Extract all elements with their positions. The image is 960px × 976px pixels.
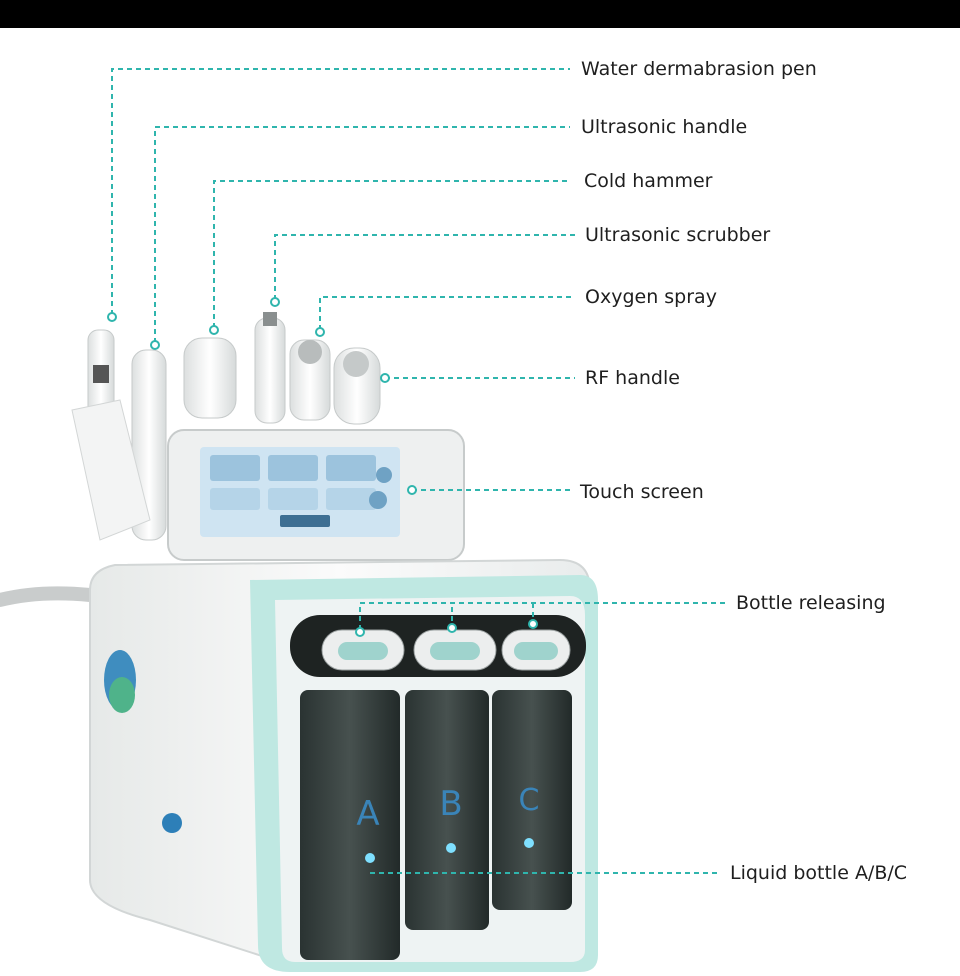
leader-line-cold-hammer	[213, 180, 570, 328]
screen-icon	[369, 491, 387, 509]
label-ultrasonic-scrubber: Ultrasonic scrubber	[585, 224, 771, 246]
leader-line-oxygen-spray	[319, 296, 575, 330]
label-touch-screen: Touch screen	[580, 481, 704, 503]
ultrasonic-scrubber-body	[254, 317, 286, 424]
screen-tile	[268, 455, 318, 481]
leader-line-ultrasonic-scrubber	[274, 234, 575, 300]
endpoint	[150, 340, 160, 350]
endpoint	[528, 619, 538, 629]
release-button-b-cap	[430, 642, 480, 660]
oxygen-spray-head	[298, 340, 322, 364]
leader-line-ultrasonic-handle	[154, 126, 570, 343]
bottle-release-bar	[290, 615, 586, 677]
scrubber-blade	[263, 312, 277, 326]
endpoint	[107, 312, 117, 322]
screen-tile	[326, 455, 376, 481]
screen-tile	[268, 488, 318, 510]
label-water-dermabrasion-pen: Water dermabrasion pen	[581, 58, 817, 80]
screen-tile	[326, 488, 376, 510]
label-bottle-releasing: Bottle releasing	[736, 592, 886, 614]
bottle-b-light	[446, 843, 456, 853]
label-oxygen-spray: Oxygen spray	[585, 286, 717, 308]
screen-tile	[210, 455, 260, 481]
label-ultrasonic-handle: Ultrasonic handle	[581, 116, 748, 138]
bottle-a	[300, 690, 400, 960]
leader-endpoints	[107, 297, 538, 637]
bottle-b-letter: B	[439, 784, 462, 824]
label-rf-handle: RF handle	[585, 367, 680, 389]
endpoint	[380, 373, 390, 383]
bottle-c-letter: C	[519, 783, 540, 818]
bottle-a-light	[365, 853, 375, 863]
bottle-c-light	[524, 838, 534, 848]
water-pen-band	[93, 365, 109, 383]
leader-lines	[111, 68, 725, 874]
rf-handle-head	[343, 351, 369, 377]
release-button-a-cap	[338, 642, 388, 660]
endpoint	[355, 627, 365, 637]
endpoint	[447, 623, 457, 633]
touch-screen-unit	[167, 429, 465, 561]
label-cold-hammer: Cold hammer	[584, 170, 713, 192]
endpoint	[315, 327, 325, 337]
left-holder	[71, 399, 151, 541]
release-button-c-cap	[514, 642, 558, 660]
side-logo-accent	[109, 677, 135, 713]
hose	[0, 586, 137, 607]
endpoint	[270, 297, 280, 307]
bottles-group: A B C	[300, 690, 572, 960]
label-liquid-bottle: Liquid bottle A/B/C	[730, 862, 908, 884]
leader-line-water-pen	[111, 68, 570, 315]
side-badge	[162, 813, 182, 833]
screen-button	[280, 515, 330, 527]
screen-tile	[210, 488, 260, 510]
leader-line-bottle-release	[359, 602, 725, 630]
endpoint	[209, 325, 219, 335]
handles-group	[71, 312, 381, 541]
bottle-b	[405, 690, 489, 930]
screen-icon	[376, 467, 392, 483]
bottle-a-letter: A	[356, 794, 379, 834]
bottle-c	[492, 690, 572, 910]
endpoint	[407, 485, 417, 495]
cold-hammer-body	[183, 337, 237, 419]
